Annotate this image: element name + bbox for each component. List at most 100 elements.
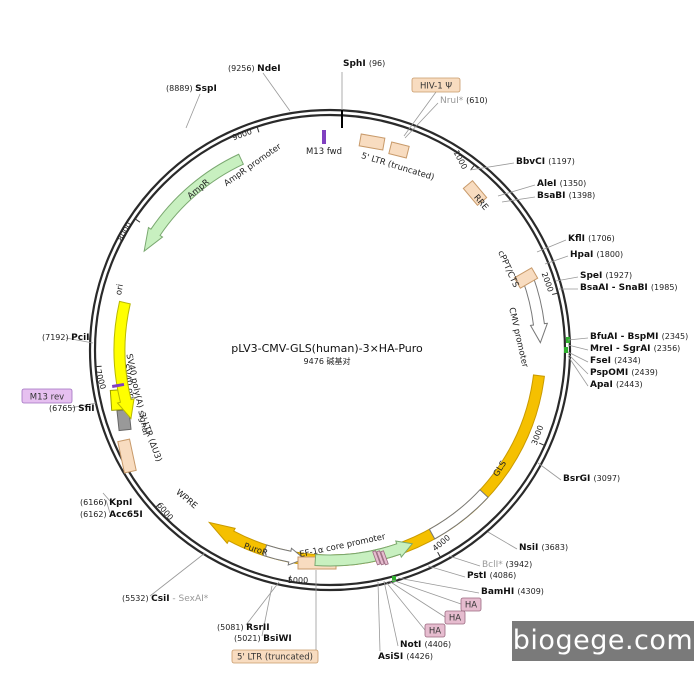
- site-leader-bamhi: [397, 577, 480, 594]
- site-label-sphi: SphI (96): [343, 59, 385, 69]
- site-leader-sspi: [185, 93, 201, 129]
- site-label-spei: SpeI (1927): [580, 271, 632, 281]
- site-leader-acc65i: [105, 499, 111, 514]
- site-leader-hpai: [544, 255, 569, 265]
- tag-leader-ha3: [385, 581, 426, 631]
- site-label-noti: NotI (4406): [400, 640, 451, 650]
- feature-label-wpre: WPRE: [174, 488, 199, 512]
- site-leader-noti: [383, 580, 399, 647]
- site-label-ndei: (9256) NdeI: [228, 64, 281, 74]
- tag-label-ha3: HA: [429, 627, 441, 637]
- site-label-hpai: HpaI (1800): [570, 250, 623, 260]
- tag-leader-ha2: [388, 580, 446, 618]
- tag-leader-hiv-psi: [403, 91, 437, 137]
- watermark-logo: biogege.com: [512, 621, 694, 661]
- feature-cppt: [513, 267, 539, 289]
- site-leader-spei: [555, 276, 579, 282]
- tag-box-hiv-psi: [411, 77, 461, 93]
- site-leader-asisi: [377, 581, 381, 652]
- site-leader-bbvci: [469, 162, 515, 171]
- feature-cmv: [521, 275, 549, 344]
- site-leader-nrui: [404, 102, 439, 139]
- site-label-alei: AleI (1350): [537, 179, 586, 189]
- tag-box-ha3: [424, 623, 446, 638]
- tag-label-ltr5-bottom: 5' LTR (truncated): [237, 653, 313, 663]
- tick-mark: [437, 551, 441, 558]
- tag-box-m13rev: [21, 388, 73, 404]
- tick-label: 5000: [288, 576, 308, 585]
- tick-label: 8000: [116, 221, 134, 243]
- tick-label: 7000: [93, 368, 107, 390]
- feature-ltr5: [388, 141, 410, 159]
- feature-rre: [462, 180, 488, 206]
- site-leader-bcli: [448, 555, 481, 567]
- site-label-pcii: (7192) PciI: [42, 333, 90, 343]
- tag-box-ltr5-bottom: [231, 649, 319, 664]
- site-label-fsei: FseI (2434): [590, 356, 641, 366]
- feature-label-rre: RRE: [471, 193, 490, 213]
- site-label-bsiwi: (5021) BsiWI: [234, 634, 292, 644]
- feature-label-cmv: CMV promoter: [506, 307, 530, 369]
- site-leader-bsiwi: [261, 585, 273, 637]
- feature-wpre: [428, 489, 489, 540]
- tag-label-hiv-psi: HIV-1 Ψ: [420, 82, 452, 92]
- site-leader-pcii: [65, 337, 94, 344]
- feature-ltr3: [117, 438, 137, 474]
- site-label-nrui: NruI* (610): [440, 96, 488, 106]
- site-leader-kpni: [102, 492, 111, 502]
- site-leader-mrei: [567, 344, 589, 351]
- backbone-outer: [88, 108, 572, 592]
- site-label-bbvci: BbvCI (1197): [516, 157, 575, 167]
- tag-leader-ha1: [391, 579, 462, 605]
- feature-ha-stripe: [376, 550, 385, 566]
- feature-ori: [113, 300, 135, 420]
- site-label-bcli: BclI* (3942): [482, 560, 532, 570]
- site-leader-bfuai: [567, 337, 589, 341]
- site-leader-sfii: [69, 402, 97, 409]
- tick-mark: [134, 218, 141, 223]
- plasmid-title: pLV3-CMV-GLS(human)-3×HA-Puro: [231, 342, 423, 355]
- tick-mark: [288, 575, 291, 582]
- site-marker: [564, 347, 568, 353]
- site-label-acc65i: (6162) Acc65I: [80, 510, 143, 520]
- feature-ampr: [143, 153, 245, 253]
- site-leader-pspomi: [567, 353, 589, 375]
- site-leader-rsrii: [245, 581, 280, 626]
- site-label-asisi: AsiSI (4426): [378, 652, 433, 662]
- site-label-kpni: (6166) KpnI: [80, 498, 132, 508]
- site-label-bsaai: BsaAI - SnaBI (1985): [580, 283, 678, 293]
- tick-mark: [552, 292, 559, 296]
- site-layer: SphI (96) NruI* (610) BbvCI (1197) AleI (13…: [42, 59, 688, 662]
- feature-ha-stripe: [380, 550, 389, 566]
- feature-m13fwd: [322, 130, 326, 144]
- site-leader-bsabi: [501, 196, 536, 203]
- feature-m13rev: [111, 382, 125, 389]
- site-label-sspi: (8889) SspI: [166, 84, 217, 94]
- site-label-bsrgi: BsrGI (3097): [563, 474, 620, 484]
- site-label-psti: PstI (4086): [467, 571, 516, 581]
- site-leader-kfli: [536, 239, 567, 253]
- site-label-nsii: NsiI (3683): [519, 543, 568, 553]
- tick-mark: [256, 126, 260, 133]
- site-label-mrei: MreI - SgrAI (2356): [590, 344, 680, 354]
- tag-label-m13rev: M13 rev: [30, 393, 64, 403]
- site-label-kfli: KflI (1706): [568, 234, 615, 244]
- tag-box-ha2: [444, 610, 466, 625]
- site-leader-fsei: [567, 351, 589, 363]
- site-label-rsrii: (5081) RsrII: [217, 623, 270, 633]
- tick-mark: [539, 442, 545, 446]
- feature-puror: [314, 540, 414, 567]
- site-leader-bsrgi: [537, 462, 562, 481]
- feature-ltr5: [358, 133, 386, 151]
- feature-ef1a: [262, 544, 306, 566]
- site-label-sfii: (6765) SfiI: [49, 404, 95, 414]
- site-label-pspomi: PspOMI (2439): [590, 368, 658, 378]
- feature-label-cppt: cPPT/CTS: [495, 249, 520, 289]
- feature-label-ori: ori: [114, 283, 126, 296]
- tag-label-ha2: HA: [449, 614, 461, 624]
- plasmid-size: 9476 碱基对: [304, 356, 351, 366]
